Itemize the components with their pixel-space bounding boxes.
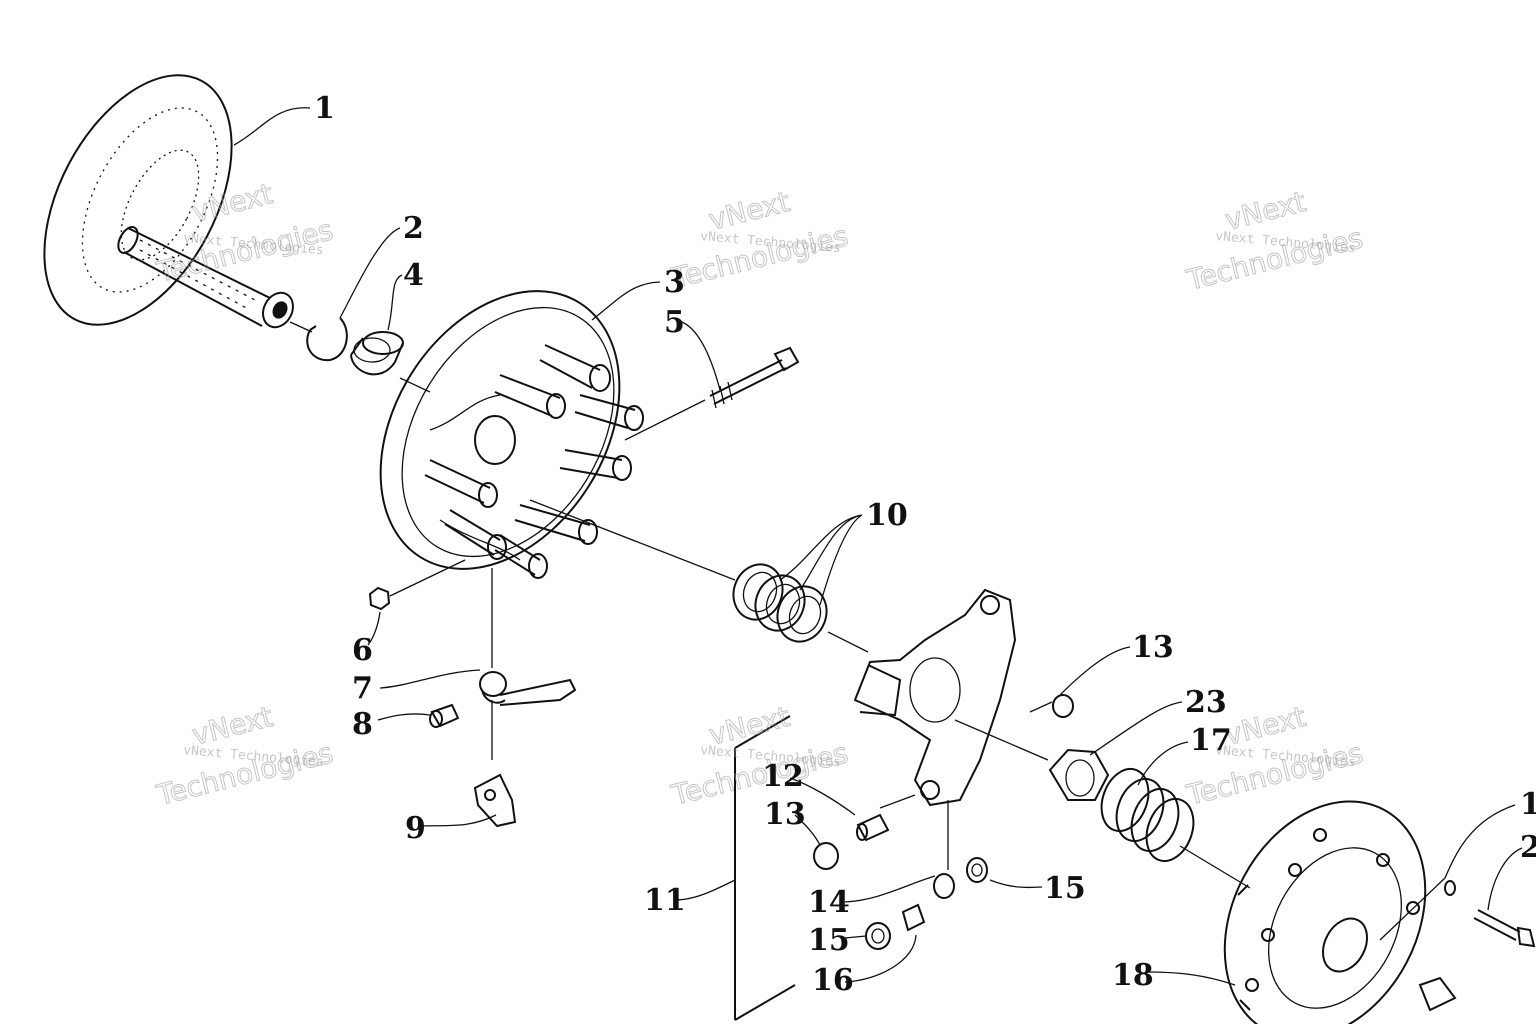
svg-text:Technologies: Technologies bbox=[668, 219, 851, 295]
watermark-top-left: vNext Technologies vNext Technologies bbox=[152, 176, 336, 289]
label-18: 18 bbox=[1112, 958, 1154, 993]
part-2-right-bolt bbox=[1473, 909, 1536, 948]
part-23-spider-nut bbox=[1048, 748, 1110, 801]
label-12: 12 bbox=[762, 759, 804, 794]
label-11: 11 bbox=[644, 883, 686, 918]
label-13-right: 13 bbox=[1132, 630, 1174, 665]
watermark-top-right: vNext Technologies vNext Technologies bbox=[1182, 184, 1366, 297]
svg-text:Technologies: Technologies bbox=[1183, 221, 1366, 297]
part-8-bushing bbox=[429, 703, 460, 728]
watermark-bottom-left: vNext Technologies vNext Technologies bbox=[152, 699, 336, 812]
leader-lines bbox=[233, 107, 1523, 986]
part-3-movable-sheave bbox=[379, 290, 644, 579]
label-1: 1 bbox=[314, 91, 335, 126]
watermark-bottom-center: vNext Technologies vNext Technologies bbox=[667, 699, 851, 812]
svg-text:vNext: vNext bbox=[1222, 185, 1309, 237]
part-6-nut bbox=[368, 586, 391, 611]
label-8: 8 bbox=[352, 707, 373, 742]
assembly-centerline bbox=[289, 321, 1446, 941]
part-5-bolt bbox=[709, 346, 800, 409]
part-11-spider-assembly bbox=[853, 588, 1017, 807]
part-11-bracket bbox=[734, 715, 796, 1021]
label-16: 16 bbox=[812, 963, 854, 998]
part-15-washer-left bbox=[865, 922, 891, 950]
part-15-washer-right bbox=[966, 857, 988, 883]
label-15-right: 15 bbox=[1044, 871, 1086, 906]
label-7: 7 bbox=[352, 671, 373, 706]
label-9: 9 bbox=[405, 811, 426, 846]
label-13-left: 13 bbox=[764, 797, 806, 832]
label-6: 6 bbox=[352, 633, 373, 668]
part-12-pin bbox=[856, 813, 890, 842]
part-18-cover bbox=[1223, 800, 1457, 1024]
label-4: 4 bbox=[403, 258, 424, 293]
label-1-right: 1 bbox=[1520, 787, 1536, 822]
part-1-right-washer bbox=[1444, 880, 1456, 896]
part-2-snap-ring bbox=[306, 317, 348, 362]
label-2: 2 bbox=[403, 211, 424, 246]
part-9-clip bbox=[473, 773, 517, 828]
part-14-roller bbox=[933, 873, 955, 899]
label-3: 3 bbox=[664, 265, 685, 300]
part-17-spring bbox=[1100, 768, 1195, 862]
label-17: 17 bbox=[1190, 723, 1232, 758]
part-13-cap-right bbox=[1052, 694, 1074, 718]
label-10: 10 bbox=[866, 498, 908, 533]
part-4-bushing bbox=[350, 331, 404, 376]
part-10-washers bbox=[732, 563, 828, 643]
part-13-cap-left bbox=[813, 842, 839, 870]
part-number-labels: 1 2 4 3 5 6 7 8 9 10 13 23 17 12 13 11 1… bbox=[314, 91, 1536, 998]
label-23: 23 bbox=[1185, 685, 1227, 720]
label-14: 14 bbox=[808, 885, 850, 920]
part-7-cam-arm bbox=[479, 671, 577, 706]
label-15-left: 15 bbox=[808, 923, 850, 958]
svg-text:vNext: vNext bbox=[706, 185, 793, 237]
label-2-right: 2 bbox=[1520, 830, 1536, 865]
part-16-bushing bbox=[901, 903, 926, 932]
watermark-top-center: vNext Technologies vNext Technologies bbox=[667, 184, 851, 295]
svg-text:vNext: vNext bbox=[189, 177, 276, 229]
label-5: 5 bbox=[664, 305, 685, 340]
part-1-fixed-sheave bbox=[43, 74, 294, 329]
